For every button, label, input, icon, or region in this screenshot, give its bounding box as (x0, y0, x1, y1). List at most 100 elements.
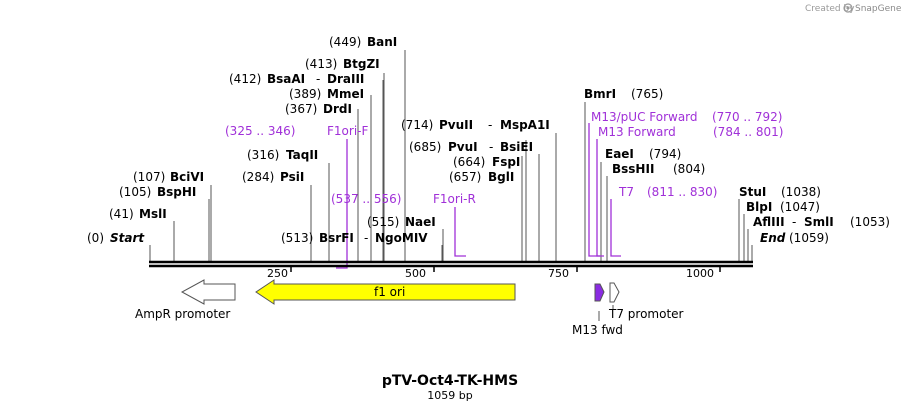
feature-t7-promoter: T7 promoter (608, 282, 684, 321)
tick-label-500: 500 (405, 267, 426, 280)
svg-text:NaeI: NaeI (405, 215, 436, 229)
svg-text:AmpR promoter: AmpR promoter (135, 307, 230, 321)
svg-text:EaeI: EaeI (605, 147, 634, 161)
svg-text:(389): (389) (289, 87, 321, 101)
site-taqii: (316) TaqII (247, 148, 318, 162)
site-bgli: (657) BglI (449, 170, 514, 184)
svg-text:M13/pUC Forward: M13/pUC Forward (591, 110, 698, 124)
svg-text:(105): (105) (119, 185, 151, 199)
svg-text:PvuI: PvuI (448, 140, 478, 154)
map-title: pTV-Oct4-TK-HMS (382, 373, 518, 389)
site-bani: (449) BanI (329, 35, 397, 49)
f1-ori-arrow-icon (255, 279, 516, 305)
svg-text:-: - (488, 118, 492, 132)
svg-text:End: End (760, 231, 786, 245)
svg-text:FspI: FspI (492, 155, 520, 169)
svg-text:(765): (765) (631, 87, 663, 101)
site-leader-lines (149, 50, 753, 261)
svg-text:-: - (489, 140, 493, 154)
snapgene-credit: Created by SnapGene (805, 3, 902, 14)
site-naei: (515) NaeI (367, 215, 436, 229)
svg-text:(685): (685) (409, 140, 441, 154)
svg-text:MmeI: MmeI (327, 87, 364, 101)
svg-text:-: - (792, 215, 796, 229)
svg-text:Start: Start (110, 231, 145, 245)
primer-m13-puc-forward: M13/pUC Forward (770 .. 792) (591, 110, 782, 124)
ampr-promoter-arrow-icon (180, 279, 236, 305)
svg-text:BtgZI: BtgZI (343, 57, 380, 71)
svg-text:BssHII: BssHII (612, 162, 654, 176)
svg-text:(325 .. 346): (325 .. 346) (225, 124, 295, 138)
svg-text:StuI: StuI (739, 185, 766, 199)
m13-fwd-arrow-icon (594, 283, 605, 302)
svg-text:(794): (794) (649, 147, 681, 161)
svg-text:(770 .. 792): (770 .. 792) (712, 110, 782, 124)
svg-text:SmlI: SmlI (804, 215, 834, 229)
primer-labels: (325 .. 346) F1ori-F (537 .. 556) F1ori-… (225, 110, 783, 206)
svg-text:(714): (714) (401, 118, 433, 132)
svg-text:(657): (657) (449, 170, 481, 184)
svg-text:MspA1I: MspA1I (500, 118, 550, 132)
site-start: (0) Start (87, 231, 145, 245)
svg-text:BmrI: BmrI (584, 87, 616, 101)
svg-text:PsiI: PsiI (280, 170, 304, 184)
svg-text:(41): (41) (109, 207, 134, 221)
svg-text:(1047): (1047) (780, 200, 820, 214)
svg-text:(1038): (1038) (781, 185, 821, 199)
svg-text:(449): (449) (329, 35, 361, 49)
svg-text:T7: T7 (618, 185, 634, 199)
svg-text:BsaAI: BsaAI (267, 72, 305, 86)
site-blpi: BlpI (1047) (746, 200, 820, 214)
svg-text:-: - (364, 231, 368, 245)
tick-label-1000: 1000 (686, 267, 714, 280)
svg-text:(413): (413) (305, 57, 337, 71)
svg-text:(107): (107) (133, 170, 165, 184)
site-fspi: (664) FspI (453, 155, 520, 169)
svg-text:(412): (412) (229, 72, 261, 86)
svg-text:(316): (316) (247, 148, 279, 162)
svg-text:(515): (515) (367, 215, 399, 229)
site-psii: (284) PsiI (242, 170, 304, 184)
feature-f1-ori: f1 ori (255, 279, 516, 305)
features: AmpR promoter f1 ori M13 fwd T7 promoter (135, 279, 684, 337)
site-bsrfi-ngomiv: (513) BsrFI - NgoMIV (281, 231, 428, 245)
svg-text:NgoMIV: NgoMIV (375, 231, 428, 245)
site-end: End (1059) (760, 231, 829, 245)
svg-text:BciVI: BciVI (170, 170, 204, 184)
svg-text:(513): (513) (281, 231, 313, 245)
primer-f1ori-f: (325 .. 346) F1ori-F (225, 124, 368, 138)
svg-text:(1053): (1053) (850, 215, 890, 229)
svg-text:M13 Forward: M13 Forward (598, 125, 676, 139)
svg-text:(367): (367) (285, 102, 317, 116)
site-stui: StuI (1038) (739, 185, 821, 199)
site-bsaai-draiii: (412) BsaAI - DraIII (229, 72, 364, 86)
site-msli: (41) MslI (109, 207, 167, 221)
primer-f1ori-r: (537 .. 556) F1ori-R (331, 192, 476, 206)
primer-t7: T7 (811 .. 830) (618, 185, 717, 199)
svg-text:T7 promoter: T7 promoter (608, 307, 684, 321)
site-bsphi: (105) BspHI (119, 185, 196, 199)
site-afliii-smli: AflIII - SmlI (1053) (753, 215, 890, 229)
site-labels: (0) Start (41) MslI (105) BspHI (107) Bc… (87, 35, 890, 245)
site-mmei: (389) MmeI (289, 87, 364, 101)
svg-text:PvuII: PvuII (439, 118, 473, 132)
svg-text:(784 .. 801): (784 .. 801) (713, 125, 783, 139)
svg-text:M13 fwd: M13 fwd (572, 323, 623, 337)
backbone (149, 260, 753, 268)
svg-text:F1ori-F: F1ori-F (327, 124, 368, 138)
svg-text:BsrFI: BsrFI (319, 231, 354, 245)
svg-text:(811 .. 830): (811 .. 830) (647, 185, 717, 199)
svg-text:(537 .. 556): (537 .. 556) (331, 192, 401, 206)
primer-m13-forward: M13 Forward (784 .. 801) (598, 125, 783, 139)
svg-text:(664): (664) (453, 155, 485, 169)
svg-text:F1ori-R: F1ori-R (433, 192, 476, 206)
site-pvuii-mspa1i: (714) PvuII - MspA1I (401, 118, 550, 132)
svg-text:MslI: MslI (139, 207, 167, 221)
site-pvui-bsiei: (685) PvuI - BsiEI (409, 140, 533, 154)
scale-ticks: 250 500 750 1000 (267, 266, 721, 280)
svg-text:-: - (316, 72, 320, 86)
primer-leader-lines (336, 123, 621, 269)
site-bmri: BmrI (765) (584, 87, 663, 101)
svg-text:BspHI: BspHI (157, 185, 196, 199)
